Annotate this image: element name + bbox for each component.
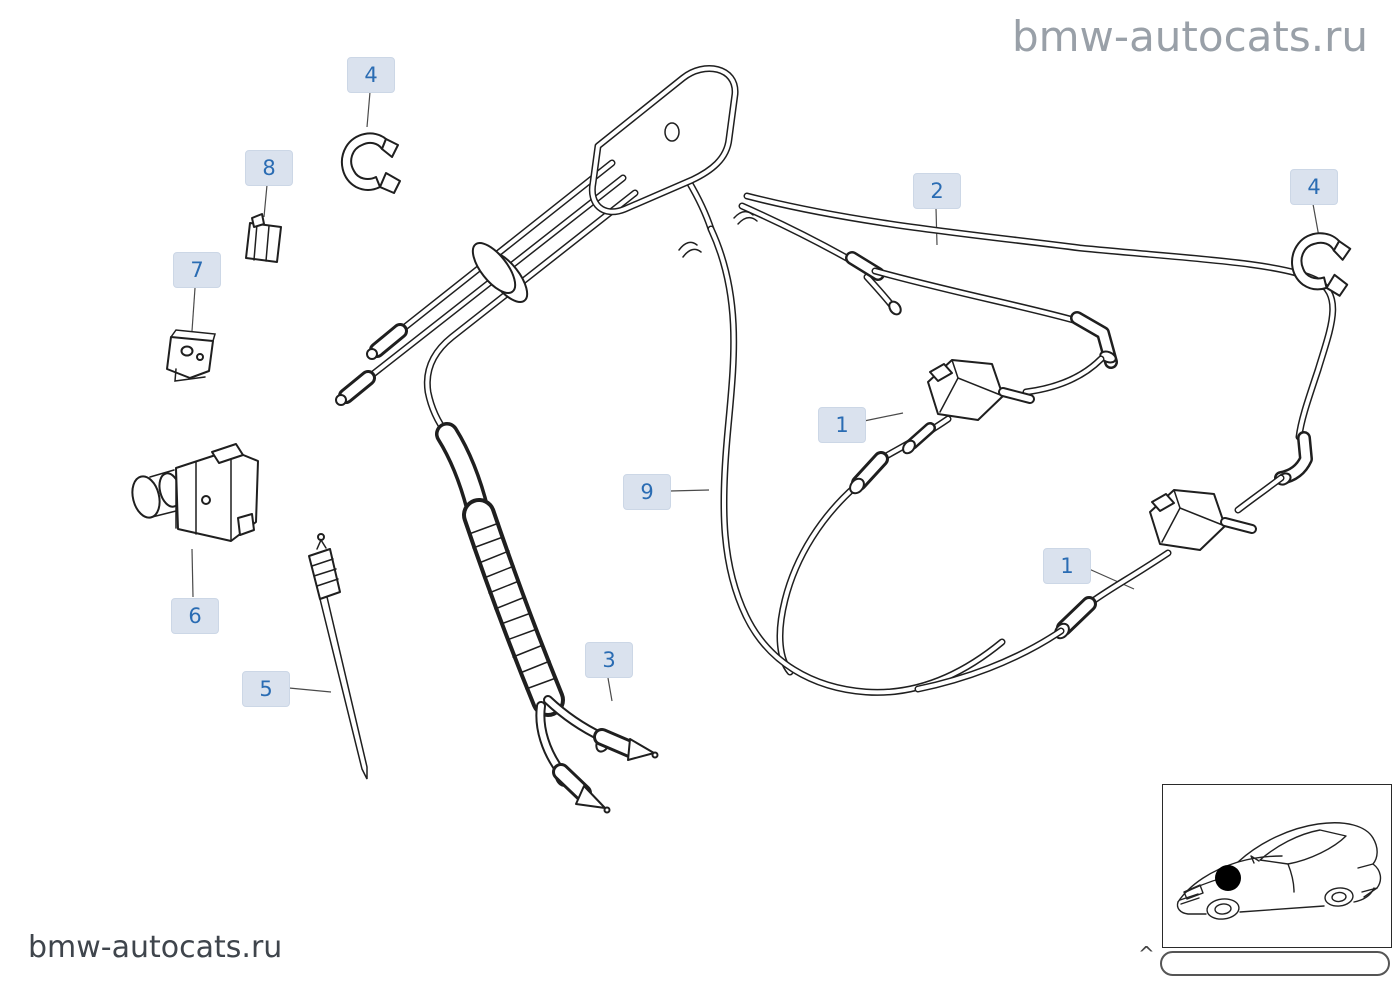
watermark-top-right: bmw-autocats.ru bbox=[1011, 12, 1368, 61]
part-1-lower-washer-jet bbox=[918, 489, 1257, 689]
part-2-hose-branch bbox=[742, 196, 1333, 510]
part-8-clip bbox=[245, 213, 282, 263]
callout-2[interactable]: 2 bbox=[913, 173, 961, 209]
callout-4-top-right[interactable]: 4 bbox=[1290, 169, 1338, 205]
callout-4-top-left[interactable]: 4 bbox=[347, 57, 395, 93]
part-1-upper-washer-jet bbox=[849, 359, 1035, 495]
tube-bundle bbox=[335, 163, 635, 434]
location-dot bbox=[1215, 865, 1241, 891]
watermark-bottom-left: bmw-autocats.ru bbox=[28, 930, 283, 965]
callout-1-lower[interactable]: 1 bbox=[1043, 548, 1091, 584]
callout-5[interactable]: 5 bbox=[242, 671, 290, 707]
part-5-nozzle-needle bbox=[308, 533, 368, 780]
hose-loop-top bbox=[592, 68, 735, 211]
caret-up-icon[interactable]: ^ bbox=[1138, 942, 1155, 966]
part-6-bracket bbox=[131, 443, 259, 542]
callout-6[interactable]: 6 bbox=[171, 598, 219, 634]
part-4-clip-left bbox=[340, 132, 401, 194]
callout-1-upper[interactable]: 1 bbox=[818, 407, 866, 443]
leader-lines bbox=[191, 91, 1320, 702]
part-4-clip-right bbox=[1287, 228, 1355, 298]
part-3-hose-assembly bbox=[447, 434, 659, 814]
callout-9[interactable]: 9 bbox=[623, 474, 671, 510]
callout-8[interactable]: 8 bbox=[245, 150, 293, 186]
corrugation-ridges bbox=[468, 522, 557, 690]
grommet bbox=[471, 242, 529, 303]
vehicle-inset bbox=[1162, 784, 1392, 948]
part-7-bracket bbox=[166, 329, 216, 382]
nav-pill[interactable] bbox=[1160, 951, 1390, 976]
callout-7[interactable]: 7 bbox=[173, 252, 221, 288]
callout-3[interactable]: 3 bbox=[585, 642, 633, 678]
hose-break-marks bbox=[678, 210, 758, 258]
